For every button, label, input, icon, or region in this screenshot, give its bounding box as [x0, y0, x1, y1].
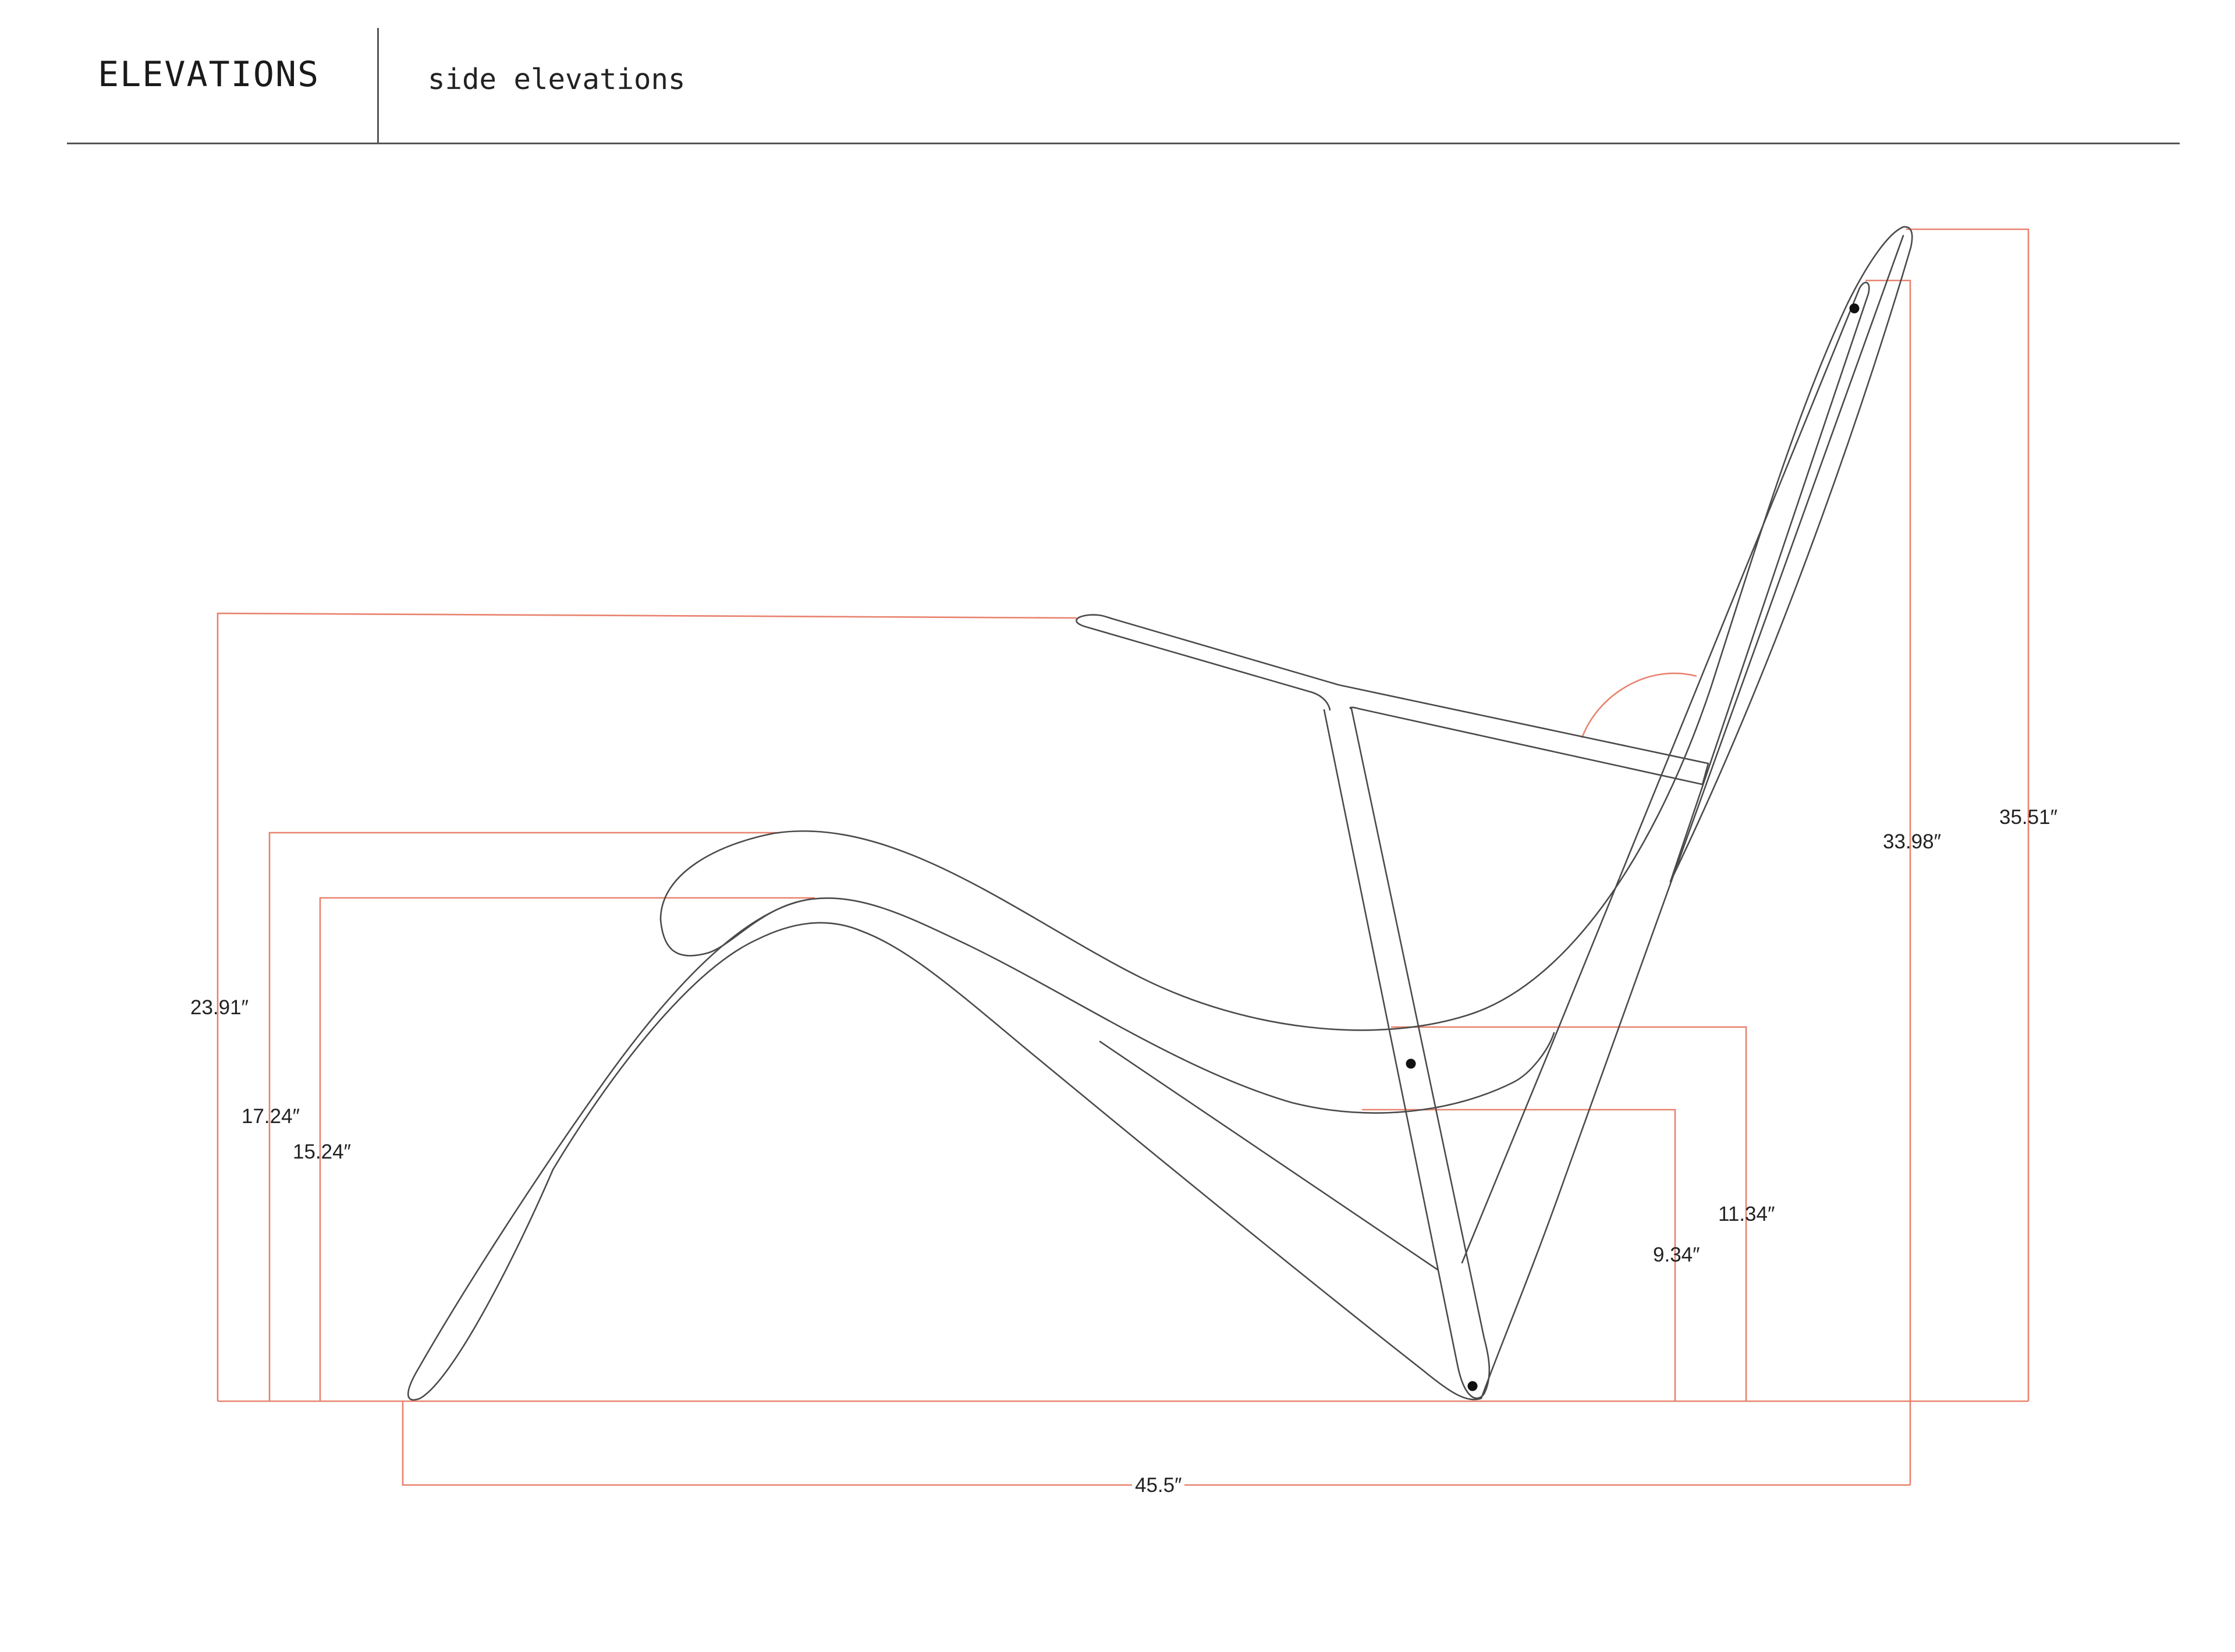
seat-underside-height-dimension [1391, 1026, 1747, 1401]
armrest-height-label: 23.91″ [190, 996, 249, 1019]
lower-seat-height-dimension [1362, 1109, 1676, 1401]
page-subtitle: side elevations [428, 63, 686, 96]
back-height-dimension [1865, 279, 1911, 1485]
back-height-label: 33.98″ [1883, 830, 1941, 853]
overall-length-label-mask [1132, 1472, 1184, 1498]
overall-height-dimension [1906, 228, 2030, 1401]
front-leg [1323, 708, 1491, 1399]
recline-angle-arc [1581, 672, 1697, 738]
pivot-point-bottom [1467, 1381, 1478, 1391]
rear-leg-inner [1461, 282, 1870, 1264]
overall-length-dimension [402, 1401, 1910, 1486]
rocker-outer-runner [407, 898, 813, 1401]
rocker-inner-runner [552, 922, 1482, 1401]
dimension-lines [217, 228, 2030, 1486]
armrest-height-dimension [217, 612, 1077, 1401]
seat-underside-height-label: 11.34″ [1718, 1203, 1775, 1225]
lower-seat-height-label: 9.34″ [1653, 1244, 1700, 1266]
armrest [1076, 614, 1331, 711]
seat-top-height-label: 17.24″ [242, 1105, 300, 1128]
seat-height-label: 15.24″ [293, 1141, 351, 1163]
header-divider [377, 28, 379, 143]
seat-height-dimension [319, 897, 815, 1401]
seat-top-surface [659, 226, 1913, 1031]
armrest-lower-edge [1087, 614, 1709, 786]
header-rule [67, 143, 2180, 144]
chair-outline [407, 226, 1913, 1401]
page-title: ELEVATIONS [98, 54, 320, 95]
cross-brace [1099, 1040, 1439, 1271]
pivot-point-top [1849, 303, 1860, 314]
seat-middle-line [811, 897, 1555, 1114]
overall-length-label: 45.5″ [1135, 1474, 1182, 1497]
seat-top-height-dimension [268, 832, 780, 1401]
pivot-point-middle [1406, 1058, 1416, 1069]
overall-height-label: 35.51″ [1999, 806, 2057, 829]
